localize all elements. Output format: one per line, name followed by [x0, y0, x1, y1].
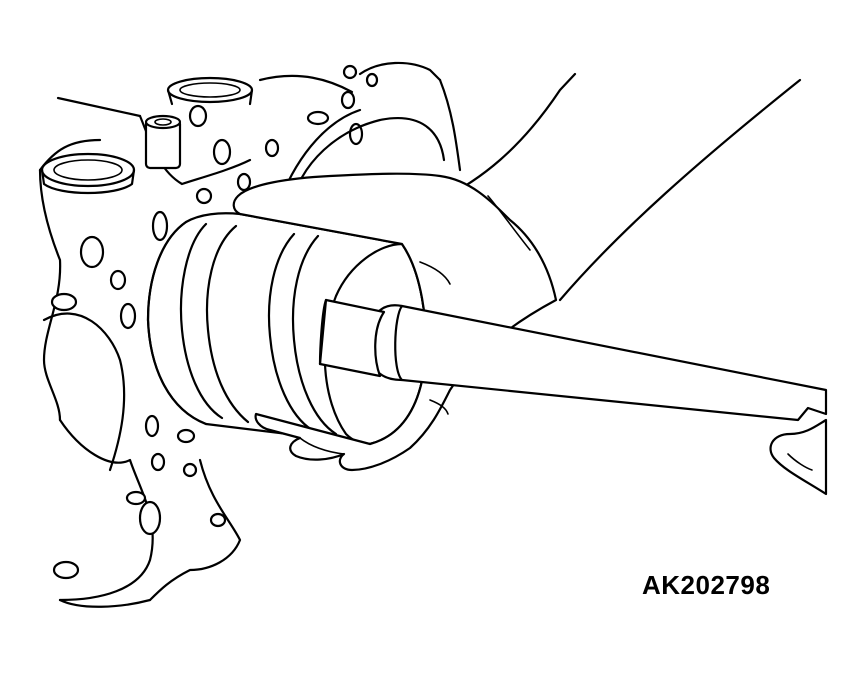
- hand: [232, 172, 558, 472]
- handle-rod: [318, 298, 828, 422]
- thumb: [769, 418, 828, 496]
- cylinder-bore: [288, 117, 446, 212]
- water-jacket-holes: [50, 64, 379, 580]
- bolt-bosses: [40, 76, 254, 195]
- figure-id-label: AK202798: [642, 570, 771, 600]
